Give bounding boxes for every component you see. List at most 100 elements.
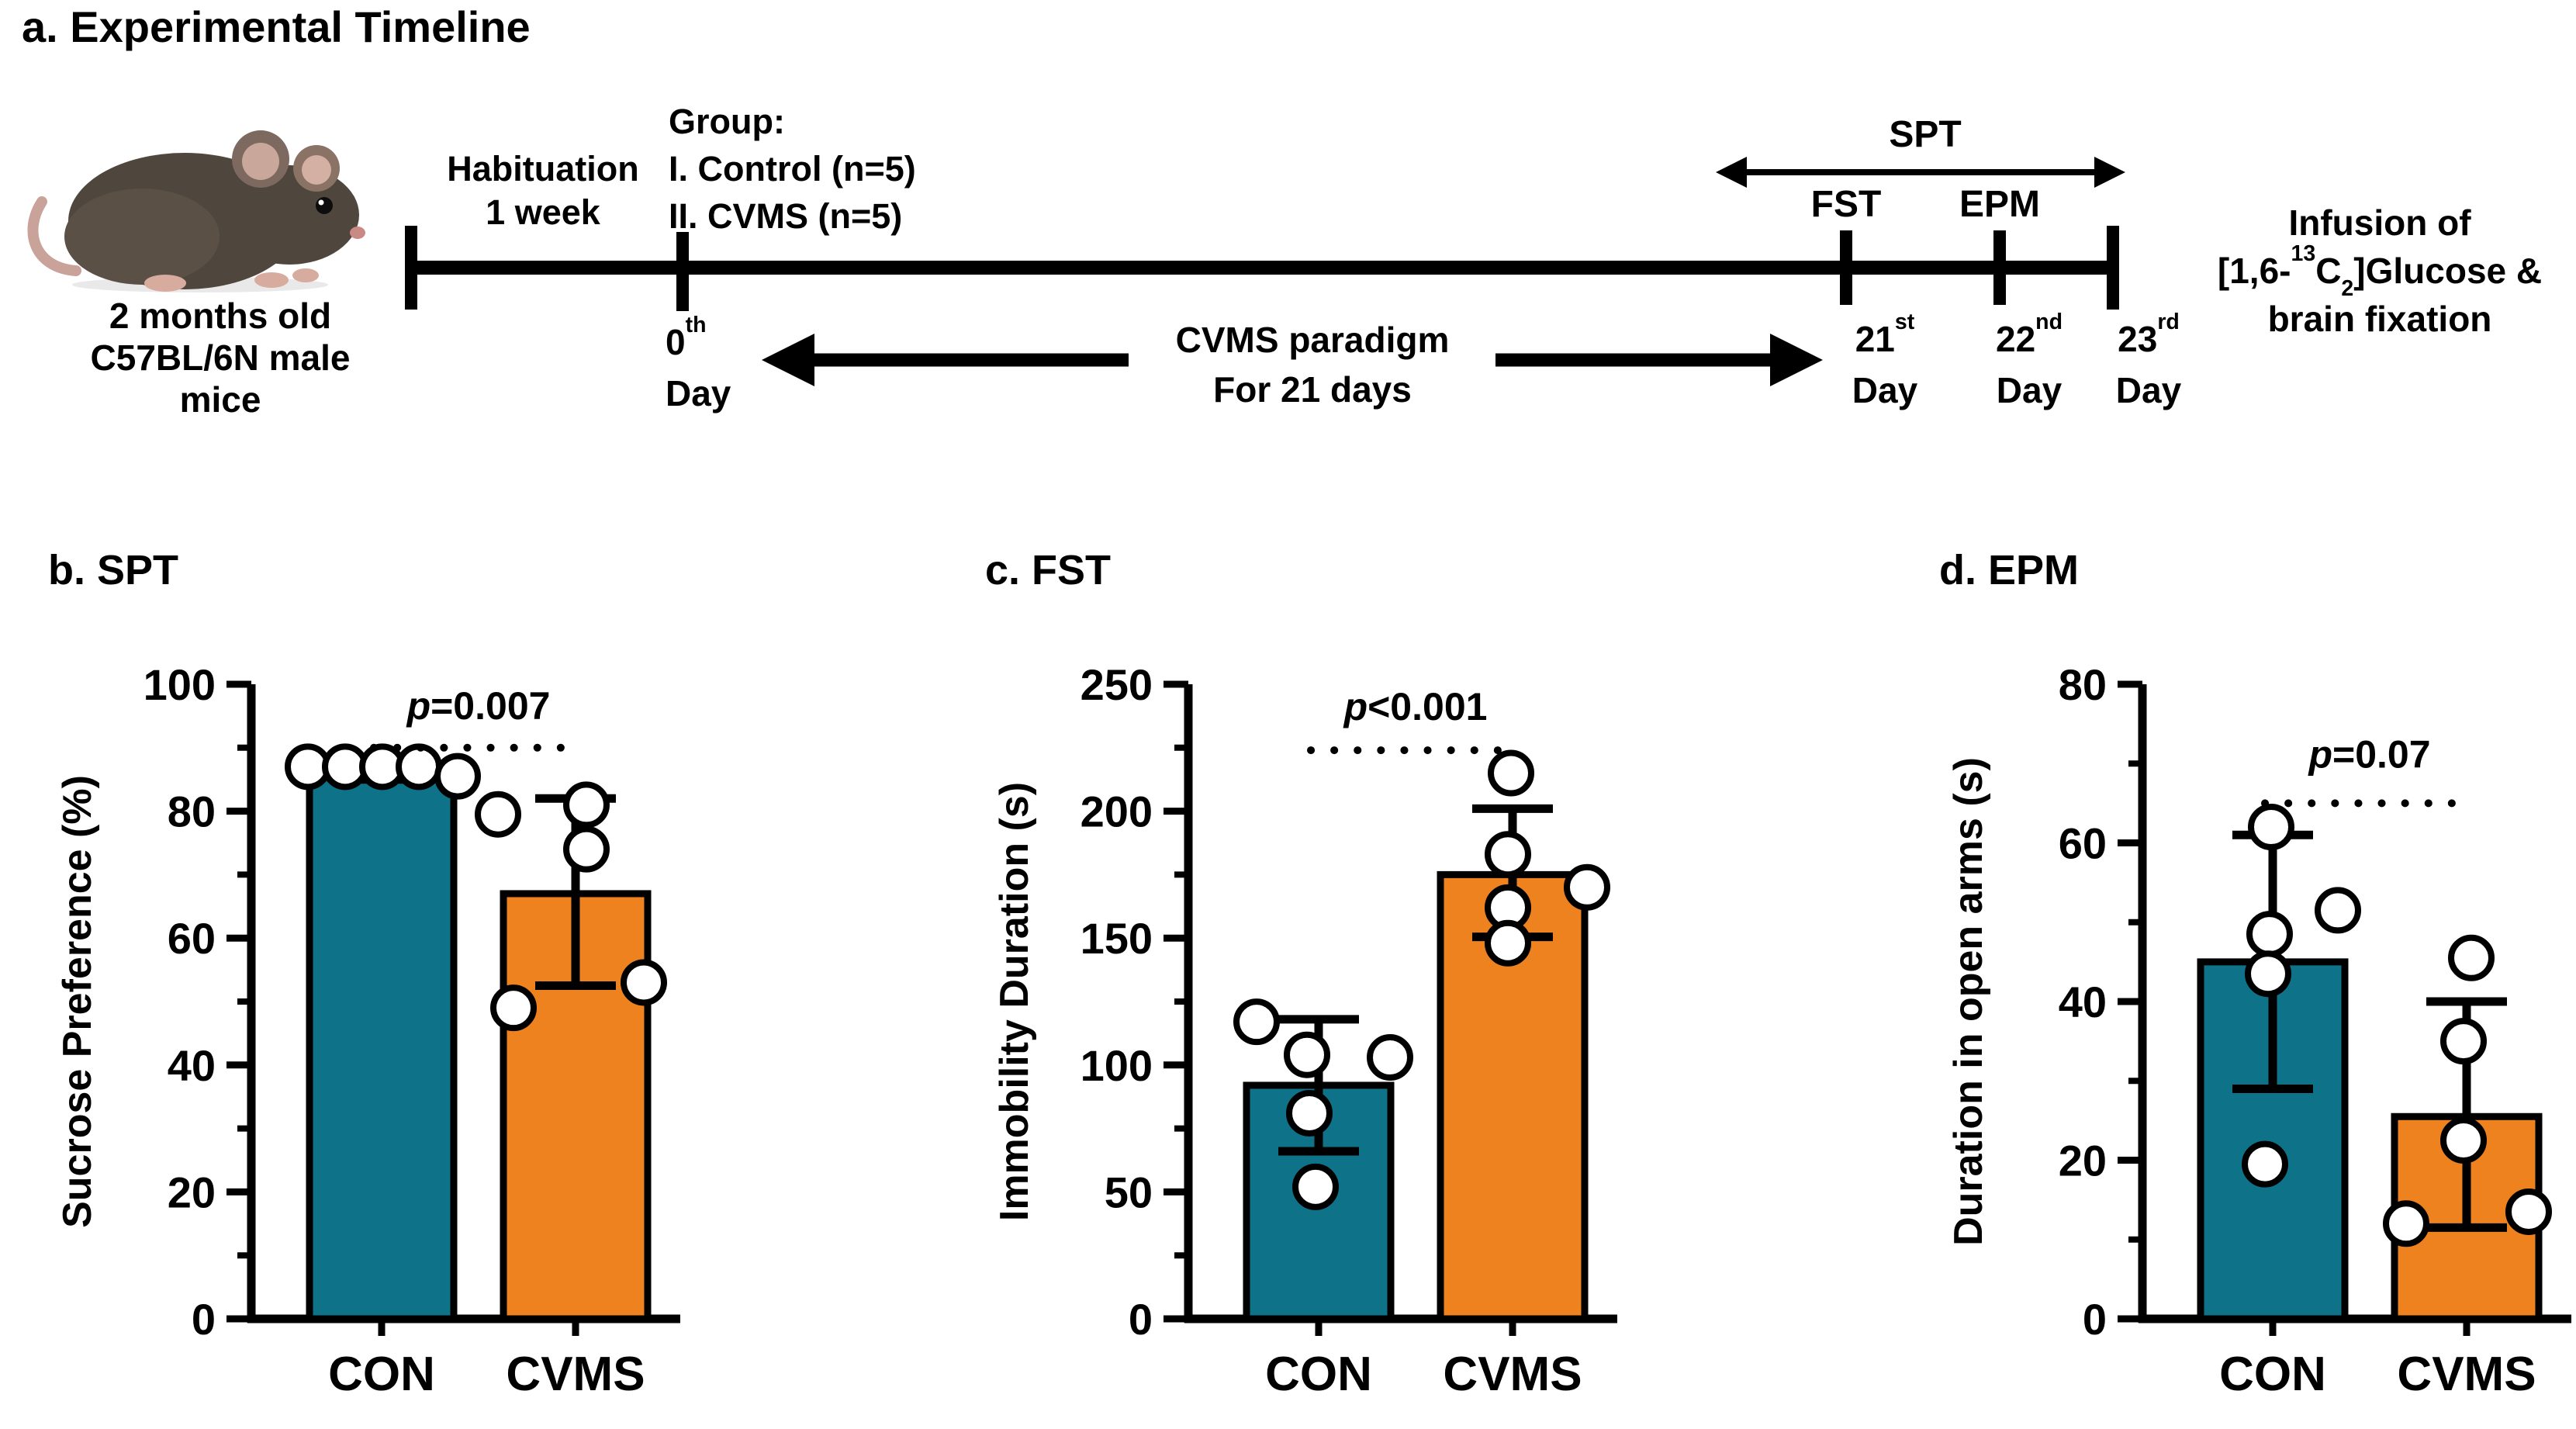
- cvms-paradigm-line2: For 21 days: [1213, 369, 1412, 410]
- data-point: [2505, 1188, 2552, 1235]
- data-point: [2383, 1200, 2429, 1247]
- category-label-cvms: CVMS: [1443, 1348, 1582, 1401]
- data-point: [2315, 887, 2361, 934]
- y-axis-title: Sucrose Preference (%): [55, 775, 100, 1228]
- day-0-label: 0th Day: [666, 312, 731, 419]
- data-point: [396, 743, 442, 791]
- mouse-photo: [27, 130, 365, 292]
- y-tick-label: 0: [2083, 1295, 2107, 1344]
- data-point: [1488, 749, 1534, 797]
- data-point: [1367, 1033, 1413, 1081]
- day-0-word: Day: [666, 373, 731, 413]
- y-tick-label: 0: [1129, 1295, 1153, 1344]
- data-point: [1286, 1089, 1333, 1137]
- y-axis-title: Immobility Duration (s): [992, 782, 1037, 1221]
- category-label-cvms: CVMS: [2397, 1348, 2536, 1401]
- mouse-ear-left-inner: [242, 143, 279, 180]
- data-point: [1485, 919, 1531, 967]
- data-point: [621, 959, 667, 1006]
- mouse-caption-line1: 2 months old: [109, 296, 332, 336]
- data-point: [434, 753, 481, 800]
- y-tick-label: 60: [168, 914, 216, 963]
- day-22-number: 22nd: [1995, 309, 2063, 359]
- day-23-word: Day: [2115, 370, 2182, 410]
- mouse-caption-line3: mice: [179, 379, 261, 420]
- epm-tick-label: EPM: [1959, 184, 2041, 225]
- data-point: [475, 791, 521, 838]
- chart-d-title: d. EPM: [1939, 547, 2080, 593]
- spt-bar-chart: b. SPT Sucrose Preference (%) 0 20 40 60 80 10…: [48, 546, 692, 1403]
- y-tick-label: 40: [2059, 977, 2107, 1026]
- spt-span-label: SPT: [1889, 114, 1962, 155]
- y-tick-label: 100: [143, 660, 216, 709]
- mouse-hind-foot: [144, 275, 186, 292]
- mouse-front-foot: [254, 272, 289, 288]
- category-label-con: CON: [2219, 1348, 2326, 1401]
- mouse-tail: [27, 196, 81, 276]
- cvms-paradigm-line1: CVMS paradigm: [1175, 320, 1450, 360]
- p-value-label: p<0.001: [1343, 685, 1488, 728]
- y-tick-label: 80: [168, 787, 216, 836]
- day-22-word: Day: [1996, 370, 2063, 410]
- group-cvms-item: II. CVMS (n=5): [669, 196, 903, 236]
- p-value-label: p=0.07: [2307, 732, 2430, 776]
- mouse-front-foot-2: [292, 268, 319, 282]
- fst-plot: Immobility Duration (s) 0 50 100 150 200 250CO…: [992, 660, 1617, 1401]
- group-legend: Group: I. Control (n=5) II. CVMS (n=5): [669, 98, 916, 240]
- experimental-timeline-panel: a. Experimental Timeline: [0, 0, 2576, 512]
- y-tick-label: 150: [1081, 914, 1153, 963]
- y-tick-label: 200: [1081, 787, 1153, 836]
- day-23-number: 23rd: [2118, 309, 2180, 359]
- infusion-line3: brain fixation: [2267, 299, 2492, 339]
- data-point: [2245, 950, 2291, 998]
- day-21-word: Day: [1852, 370, 1918, 410]
- day-0-number: 0th: [666, 312, 707, 362]
- y-tick-label: 40: [168, 1041, 216, 1090]
- spt-arrow-right-head-icon: [2094, 157, 2125, 188]
- cvms-arrow-left-head-icon: [762, 334, 814, 386]
- data-point: [563, 825, 610, 873]
- category-label-con: CON: [1265, 1348, 1372, 1401]
- mouse-head: [220, 165, 359, 265]
- group-control-item: I. Control (n=5): [669, 149, 916, 189]
- category-label-cvms: CVMS: [506, 1348, 645, 1401]
- y-tick-label: 50: [1105, 1168, 1153, 1216]
- y-tick-label: 0: [192, 1295, 216, 1344]
- day-23-label: 23rd Day: [2115, 309, 2182, 416]
- bar-con: [306, 770, 458, 1323]
- day-21-label: 21st Day: [1852, 309, 1918, 416]
- infusion-line1: Infusion of: [2288, 202, 2471, 243]
- fst-tick-label: FST: [1810, 184, 1882, 225]
- data-point: [1564, 863, 1610, 911]
- y-tick-label: 20: [168, 1168, 216, 1216]
- y-tick-label: 100: [1081, 1041, 1153, 1090]
- y-tick-label: 60: [2059, 819, 2107, 868]
- data-point: [563, 781, 610, 829]
- data-point: [2440, 1018, 2487, 1065]
- data-point: [1485, 831, 1531, 878]
- category-label-con: CON: [328, 1348, 435, 1401]
- y-tick-label: 80: [2059, 660, 2107, 709]
- y-tick-label: 250: [1081, 660, 1153, 709]
- y-tick-label: 20: [2059, 1137, 2107, 1185]
- habituation-label: Habituation 1 week: [447, 147, 638, 234]
- cvms-paradigm-label: CVMS paradigm For 21 days: [1176, 315, 1450, 414]
- data-point: [1233, 998, 1280, 1046]
- day-21-number: 21st: [1855, 309, 1915, 359]
- data-point: [2248, 804, 2294, 851]
- infusion-label: Infusion of [1,6-13C2]Glucose & brain fi…: [2218, 199, 2542, 343]
- chart-b-title: b. SPT: [48, 547, 179, 593]
- panel-a-title: a. Experimental Timeline: [22, 2, 531, 51]
- mouse-caption-line2: C57BL/6N male: [90, 337, 351, 378]
- spt-arrow-left-head-icon: [1716, 157, 1747, 188]
- infusion-line2: [1,6-13C2]Glucose &: [2217, 240, 2543, 301]
- habituation-line2: 1 week: [486, 192, 600, 232]
- data-point: [2246, 911, 2293, 958]
- mouse-eye-glint: [318, 199, 324, 206]
- day-22-label: 22nd Day: [1995, 309, 2063, 416]
- mouse-body-shading: [64, 189, 220, 285]
- chart-c-title: c. FST: [985, 547, 1112, 593]
